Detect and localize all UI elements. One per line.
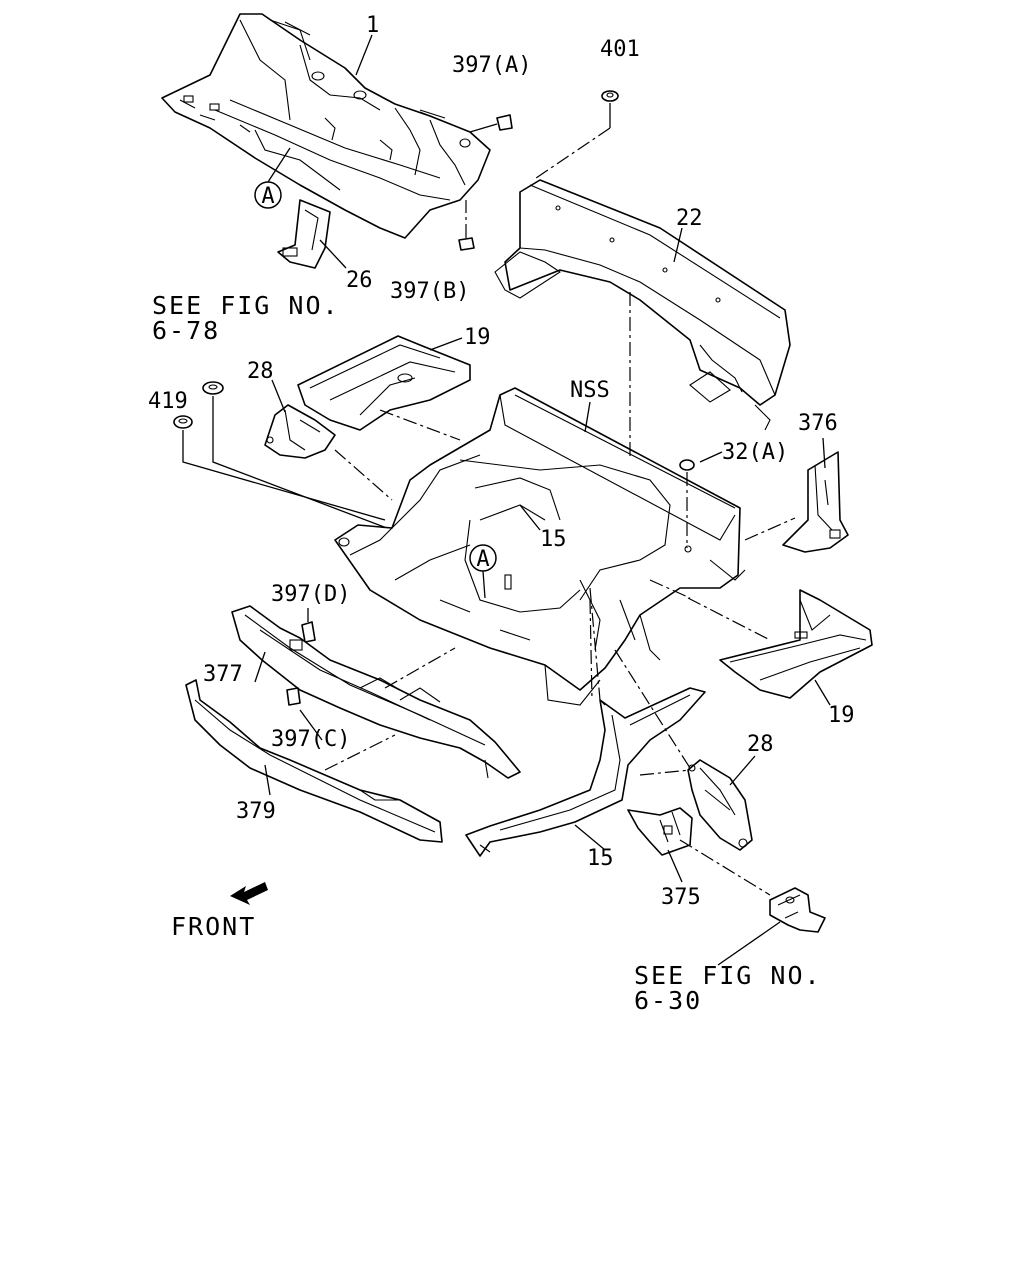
label-376: 376 — [798, 411, 838, 436]
see-fig-6-78-line1: SEE FIG NO. — [152, 291, 340, 320]
label-26: 26 — [346, 268, 373, 293]
label-375: 375 — [661, 885, 701, 910]
part-26-bracket — [277, 199, 331, 269]
label-32a: 32(A) — [722, 440, 788, 465]
see-fig-6-30-line2: 6-30 — [634, 986, 702, 1015]
part-28-lower-bracket — [687, 759, 753, 851]
label-379: 379 — [236, 799, 276, 824]
part-32a-nut — [679, 459, 695, 548]
part-376-bracket — [782, 451, 849, 553]
see-fig-6-30-line1: SEE FIG NO. — [634, 961, 822, 990]
part-397b-clip — [458, 200, 475, 251]
svg-text:A: A — [476, 547, 489, 572]
part-377-crossmember — [231, 605, 521, 779]
label-nss: NSS — [570, 378, 610, 403]
label-22: 22 — [676, 206, 703, 231]
label-15-upper: 15 — [540, 527, 567, 552]
part-375-bracket — [627, 807, 693, 856]
label-397a: 397(A) — [452, 53, 531, 78]
label-1: 1 — [366, 13, 379, 38]
label-397d: 397(D) — [271, 582, 350, 607]
reference-circle-a-center: A — [469, 544, 512, 599]
label-19-lower: 19 — [828, 703, 855, 728]
label-397c: 397(C) — [271, 727, 350, 752]
label-401: 401 — [600, 37, 640, 62]
part-419-nut — [173, 415, 386, 521]
label-377: 377 — [203, 662, 243, 687]
part-15-frame-rail — [465, 687, 706, 857]
reference-circle-a-top: A — [254, 147, 291, 209]
label-19-upper: 19 — [464, 325, 491, 350]
part-397c-clip — [286, 687, 301, 706]
part-397a-clip — [469, 114, 513, 133]
part-22-crossmember — [494, 179, 791, 431]
part-19-lower-sill — [719, 589, 873, 699]
label-28-lower: 28 — [747, 732, 774, 757]
part-19-upper-sill — [297, 335, 471, 431]
part-397d-clip — [301, 608, 316, 643]
label-15-lower: 15 — [587, 846, 614, 871]
label-419: 419 — [148, 389, 188, 414]
part-28-upper-bracket — [264, 404, 336, 459]
front-arrow-icon — [230, 882, 268, 905]
part-379-front-bar — [185, 679, 443, 843]
leader-lines — [254, 34, 831, 966]
part-401-nut — [535, 90, 619, 179]
part-labels: 1 397(A) 401 22 26 397(B) SEE FIG NO. 6-… — [148, 13, 855, 1015]
see-fig-6-78-line2: 6-78 — [152, 316, 220, 345]
label-28-upper: 28 — [247, 359, 274, 384]
main-floor-nss — [334, 387, 746, 706]
part-6-78-grommet — [202, 381, 393, 531]
part-1-floor-panel — [161, 13, 491, 239]
label-397b: 397(B) — [390, 279, 469, 304]
svg-text:A: A — [261, 184, 274, 209]
front-label: FRONT — [171, 912, 256, 941]
assembly-lines — [324, 292, 796, 896]
part-6-30-mount — [769, 887, 826, 933]
